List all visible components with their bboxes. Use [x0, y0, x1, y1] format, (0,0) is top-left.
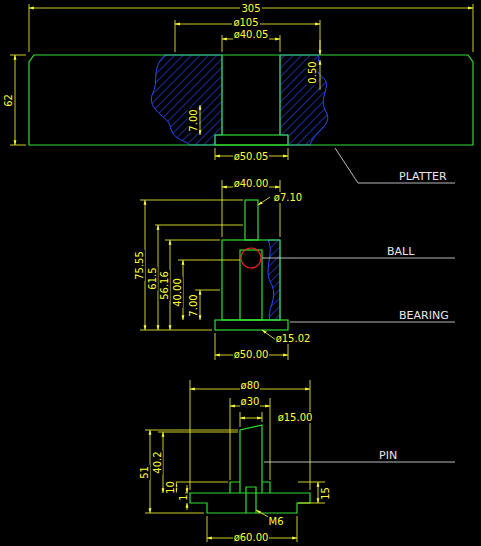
dimension-text: 61.5	[146, 266, 157, 290]
dimension-text: ø105	[232, 17, 259, 28]
dimension-text: 75.55	[133, 250, 144, 281]
thread-label: M6	[268, 516, 285, 527]
dimension-text: 305	[240, 3, 261, 14]
dimension-text: 56.16	[158, 270, 169, 301]
dimension-text: 1	[178, 493, 189, 501]
dimension-text: ø50.00	[233, 349, 270, 360]
part-name: PIN	[378, 450, 398, 461]
dimension-text: 40.2	[151, 450, 162, 474]
dimension-text: 7.00	[187, 293, 198, 317]
dimension-text: 15	[319, 486, 330, 501]
dimension-text: 7.00	[187, 108, 198, 132]
dimension-text: ø80	[240, 380, 261, 391]
dimension-text: ø15.02	[275, 333, 312, 344]
part-name: BEARING	[398, 310, 450, 321]
dimension-text: ø15.00	[277, 412, 314, 423]
dimension-text: ø50.05	[233, 151, 270, 162]
dimension-text: 40.00	[171, 277, 182, 308]
dimension-text: 0.50	[306, 60, 317, 84]
part-name: BALL	[386, 246, 415, 257]
dimension-text: ø60.00	[233, 532, 270, 543]
dimension-text: ø40.05	[233, 29, 270, 40]
part-name: PLATTER	[398, 171, 448, 182]
dimension-text: ø30	[240, 396, 261, 407]
dimension-text: ø7.10	[273, 192, 303, 203]
dimension-text: 51	[138, 465, 149, 480]
dimension-text: 62	[2, 93, 13, 108]
dimension-text: ø40.00	[233, 178, 270, 189]
dimension-text: 10	[164, 480, 175, 495]
